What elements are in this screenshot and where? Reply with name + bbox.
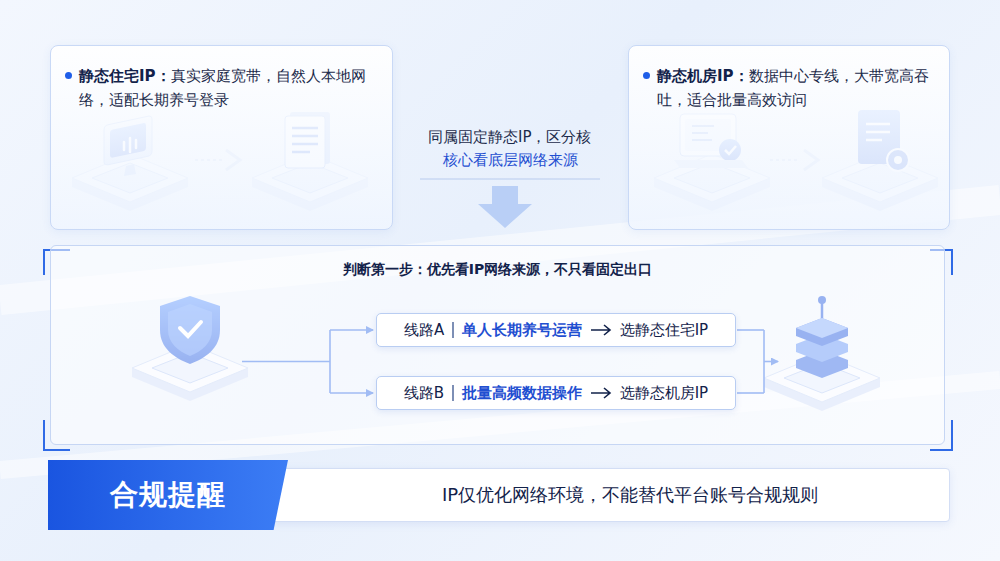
route-text: 单人长期养号运营 xyxy=(462,321,582,340)
panel-heading: 判断第一步：优先看IP网络来源，不只看固定出口 xyxy=(51,261,944,279)
arrow-glyph xyxy=(590,387,612,399)
down-arrow xyxy=(420,179,600,228)
bullet-dot xyxy=(65,72,72,79)
route-text: 线路B xyxy=(404,384,444,403)
panel-text: 静态住宅IP：真实家庭宽带，自然人本地网络，适配长期养号登录 xyxy=(51,46,392,112)
panel-heading: 静态住宅IP： xyxy=(79,67,171,85)
panel-text: 静态机房IP：数据中心专线，大带宽高吞吐，适合批量高效访问 xyxy=(629,46,949,112)
note-label: 核心看底层网络来源 xyxy=(443,151,578,170)
route-box: 线路A 单人长期养号运营 选静态住宅IP xyxy=(376,313,736,347)
background-streaks xyxy=(0,200,1000,470)
arrow-glyph xyxy=(590,324,612,336)
route-text: 选静态机房IP xyxy=(620,384,708,403)
note-text: IP仅优化网络环境，不能替代平台账号合规规则 xyxy=(442,483,818,507)
alert-tab: 合规提醒 xyxy=(48,460,288,530)
panel-heading: 静态机房IP： xyxy=(657,67,749,85)
separator-bar xyxy=(452,385,454,401)
info-panel: 静态住宅IP：真实家庭宽带，自然人本地网络，适配长期养号登录 xyxy=(50,45,393,230)
alert-title: 合规提醒 xyxy=(110,476,226,514)
note-bar: IP仅优化网络环境，不能替代平台账号合规规则 xyxy=(270,468,950,522)
route-text: 选静态住宅IP xyxy=(620,321,708,340)
separator-bar xyxy=(452,322,454,338)
route-text: 批量高频数据操作 xyxy=(462,384,582,403)
decision-panel: 判断第一步：优先看IP网络来源，不只看固定出口线路A 单人长期养号运营 选静态住宅I… xyxy=(50,245,945,445)
route-box: 线路B 批量高频数据操作 选静态机房IP xyxy=(376,376,736,410)
bullet-dot xyxy=(643,72,650,79)
note-label: 同属固定静态IP，区分核 xyxy=(428,128,591,147)
route-text: 线路A xyxy=(404,321,444,340)
info-panel: 静态机房IP：数据中心专线，大带宽高吞吐，适合批量高效访问 xyxy=(628,45,950,230)
